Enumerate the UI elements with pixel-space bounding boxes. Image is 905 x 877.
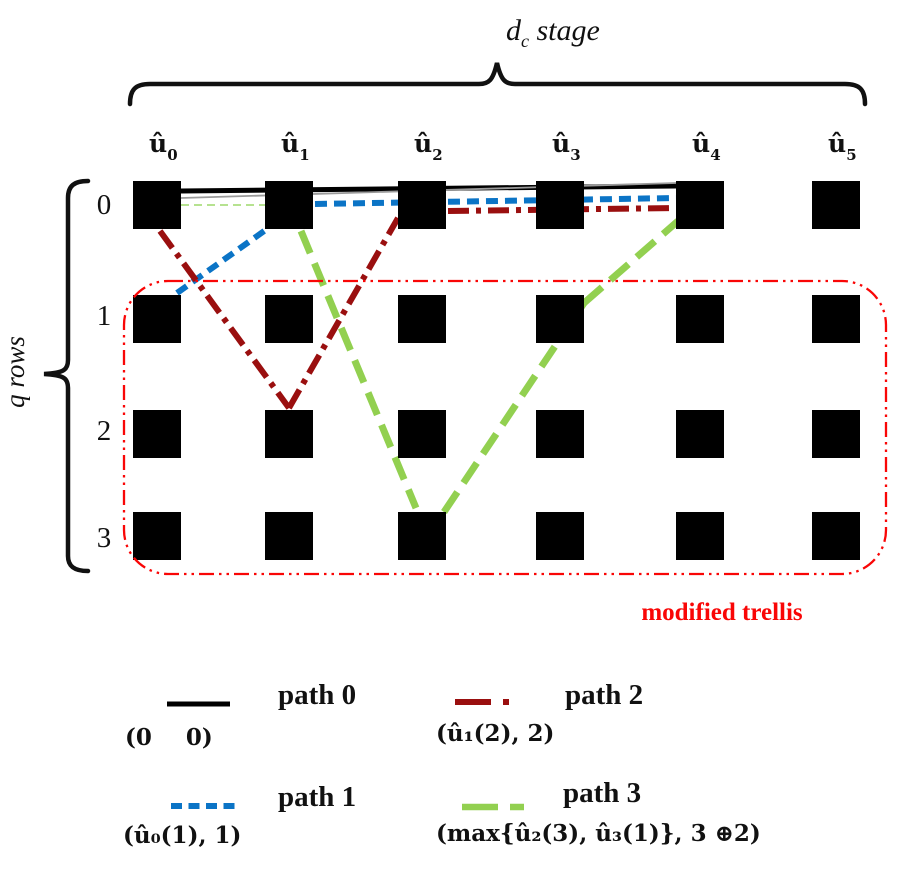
trellis-node-r0-c3 — [536, 181, 584, 229]
path2-segment — [286, 216, 401, 410]
path2-segment — [157, 229, 292, 410]
row-label-2: 2 — [97, 415, 112, 447]
column-label-u3: û3 — [552, 129, 581, 164]
trellis-node-r1-c1 — [265, 295, 313, 343]
column-label-u2: û2 — [414, 129, 443, 164]
trellis-node-r3-c0 — [133, 512, 181, 560]
dc-stage-label: dc stage — [506, 14, 600, 51]
trellis-node-r1-c4 — [676, 295, 724, 343]
trellis-node-r3-c5 — [812, 512, 860, 560]
trellis-node-r1-c5 — [812, 295, 860, 343]
trellis-node-r1-c3 — [536, 295, 584, 343]
trellis-node-r1-c0 — [133, 295, 181, 343]
path1-segment — [175, 226, 269, 296]
dc-stage-brace — [127, 62, 868, 107]
trellis-node-r2-c5 — [812, 410, 860, 458]
path3-segment — [297, 229, 420, 510]
modified-trellis-box — [122, 279, 888, 576]
trellis-node-r2-c1 — [265, 410, 313, 458]
trellis-node-r2-c2 — [398, 410, 446, 458]
trellis-node-r2-c3 — [536, 410, 584, 458]
column-label-u5: û5 — [828, 129, 857, 164]
trellis-node-r2-c4 — [676, 410, 724, 458]
trellis-node-r3-c4 — [676, 512, 724, 560]
path3-segment — [581, 218, 681, 306]
path1-segment — [314, 195, 677, 207]
trellis-node-r1-c2 — [398, 295, 446, 343]
row-label-3: 3 — [97, 522, 112, 554]
modified-trellis-label: modified trellis — [641, 599, 803, 626]
row-label-1: 1 — [97, 300, 112, 332]
trellis-node-r0-c1 — [265, 181, 313, 229]
row-label-0: 0 — [97, 189, 112, 221]
column-label-u0: û0 — [149, 129, 178, 164]
trellis-node-r3-c3 — [536, 512, 584, 560]
trellis-node-r2-c0 — [133, 410, 181, 458]
trellis-node-r3-c2 — [398, 512, 446, 560]
trellis-node-r0-c4 — [676, 181, 724, 229]
q-rows-label: q rows — [0, 336, 30, 408]
path2-segment — [447, 205, 676, 214]
path3-segment — [441, 301, 587, 514]
column-label-u4: û4 — [692, 129, 721, 164]
trellis-node-r3-c1 — [265, 512, 313, 560]
trellis-node-r0-c5 — [812, 181, 860, 229]
column-label-u1: û1 — [281, 129, 310, 164]
trellis-node-r0-c0 — [133, 181, 181, 229]
trellis-node-r0-c2 — [398, 181, 446, 229]
q-rows-brace — [43, 178, 91, 574]
